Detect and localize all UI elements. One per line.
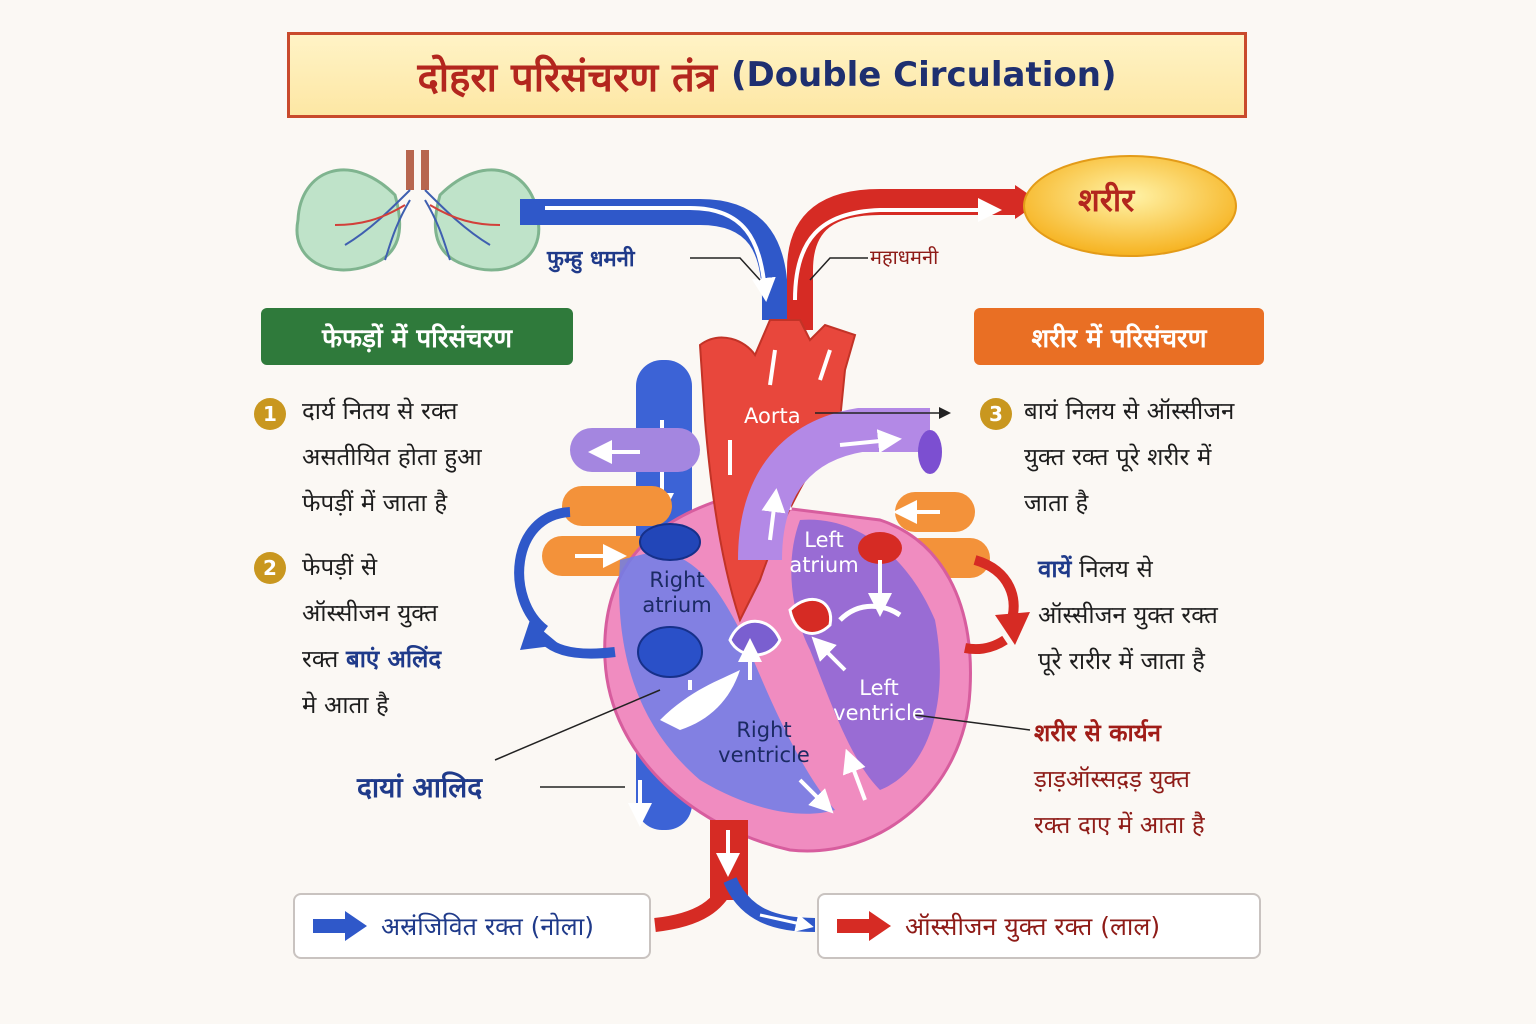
body-label: शरीर [1078, 181, 1135, 219]
body-return-line-3: रक्त दाए में आता हैे [1034, 811, 1205, 839]
lv-line-3: पूरे रारीर में जाता है [1038, 647, 1205, 675]
step-2-line-2: ऑस्सीजन युक्त [302, 599, 438, 627]
step-2-line-4: मे आता है [302, 691, 389, 719]
aorta-label: Aorta [744, 404, 801, 428]
body-return-description: शरीर से कार्यन ड़ाड़ऑस्सद़ड़ युक्त रक्त … [1034, 710, 1205, 848]
body-ellipse [1023, 155, 1237, 257]
step-1-line-3: फेपड़ीं में जाता है [302, 489, 448, 517]
left-atrium-label: Left atrium [789, 528, 859, 577]
step-1-badge: 1 [254, 398, 286, 430]
step-3-line-2: युक्त रक्त पूरे शरीर में [1024, 443, 1212, 471]
step-2-line-3b: बाएं अलिंद [346, 645, 442, 673]
right-atrium-hindi-label: दायां आलिद [357, 771, 483, 804]
lv-line-1b: निलय से [1071, 555, 1153, 583]
step-1-line-1: दार्य नितय से रक्त [302, 397, 458, 425]
step-3-badge: 3 [980, 398, 1012, 430]
legend-oxygenated: ऑस्सीजन युक्त रक्त (लाल) [817, 893, 1261, 959]
title-hindi: दोहरा परिसंचरण तंत्र [417, 54, 717, 101]
title-banner: दोहरा परिसंचरण तंत्र (Double Circulation… [287, 32, 1247, 118]
body-return-line-1: शरीर से कार्यन [1034, 719, 1161, 747]
step-2-text: फेपड़ीं से ऑस्सीजन युक्त रक्त बाएं अलिंद… [302, 544, 441, 728]
right-atrium-label: Right atrium [642, 568, 712, 617]
body-return-line-2: ड़ाड़ऑस्सद़ड़ युक्त [1034, 765, 1190, 793]
title-english: (Double Circulation) [730, 55, 1117, 95]
right-ventricle-label: Right ventricle [718, 718, 810, 767]
left-ventricle-description: वायें निलय से ऑस्सीजन युक्त रक्त पूरे रा… [1038, 546, 1218, 684]
step-1-text: दार्य नितय से रक्त असतीयित होता हुआ फेपड… [302, 388, 482, 526]
lungs-circulation-heading: फेफड़ों में परिसंचरण [261, 308, 573, 365]
step-2-line-3: रक्त बाएं अलिंद [302, 636, 441, 682]
step-3-text: बायं निलय से ऑस्सीजन युक्त रक्त पूरे शरी… [1024, 388, 1234, 526]
left-ventricle-label: Left ventricle [833, 676, 925, 725]
lungs-icon [295, 150, 541, 272]
pulmonary-artery-label: फुम्हु धमनी [547, 247, 635, 272]
step-3-line-3: जाता है [1024, 489, 1089, 517]
legend-oxy-label: ऑस्सीजन युक्त रक्त (लाल) [905, 912, 1161, 941]
step-2-badge: 2 [254, 552, 286, 584]
aorta-hindi-label: महाधमनी [870, 245, 939, 269]
legend-deoxy-label: अस्रंजिवित रक्त (नोला) [381, 912, 594, 941]
blue-arrow-icon [313, 911, 367, 941]
lv-line-1a: वायें [1038, 555, 1072, 583]
step-2-line-3a: रक्त [302, 645, 346, 673]
step-3-line-1: बायं निलय से ऑस्सीजन [1024, 397, 1235, 425]
legend-deoxygenated: अस्रंजिवित रक्त (नोला) [293, 893, 651, 959]
step-1-line-2: असतीयित होता हुआ [302, 443, 482, 471]
body-circulation-heading: शरीर में परिसंचरण [974, 308, 1264, 365]
lv-line-1: वायें निलय से [1038, 546, 1218, 592]
step-2-line-1: फेपड़ीं से [302, 553, 378, 581]
red-arrow-icon [837, 911, 891, 941]
lv-line-2: ऑस्सीजन युक्त रक्त [1038, 601, 1218, 629]
